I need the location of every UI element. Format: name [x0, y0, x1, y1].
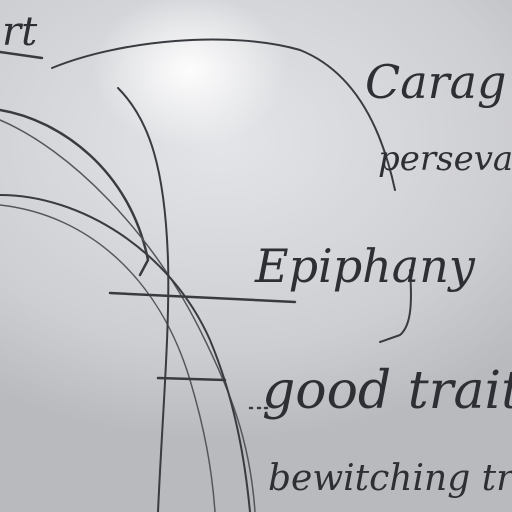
connector-bracket — [379, 269, 412, 343]
good-traits-word: good traits — [262, 361, 512, 421]
epiphany-word: Epiphany — [254, 239, 476, 293]
left-curve-1 — [0, 108, 150, 277]
top-left-word: rt — [2, 9, 38, 55]
epiphany-underline — [108, 291, 297, 304]
vertical-arc-line — [117, 87, 170, 512]
left-curve-4 — [0, 204, 216, 512]
left-curve-3 — [0, 194, 251, 512]
top-arc-line — [51, 38, 396, 191]
courage-word: Carag — [365, 55, 506, 109]
perseverance-word: perseva — [378, 139, 512, 179]
short-dash — [156, 376, 227, 382]
top-left-underline — [0, 50, 44, 60]
left-curve-2 — [0, 119, 256, 512]
bewitching-traits-word: bewitching trait — [268, 458, 512, 499]
